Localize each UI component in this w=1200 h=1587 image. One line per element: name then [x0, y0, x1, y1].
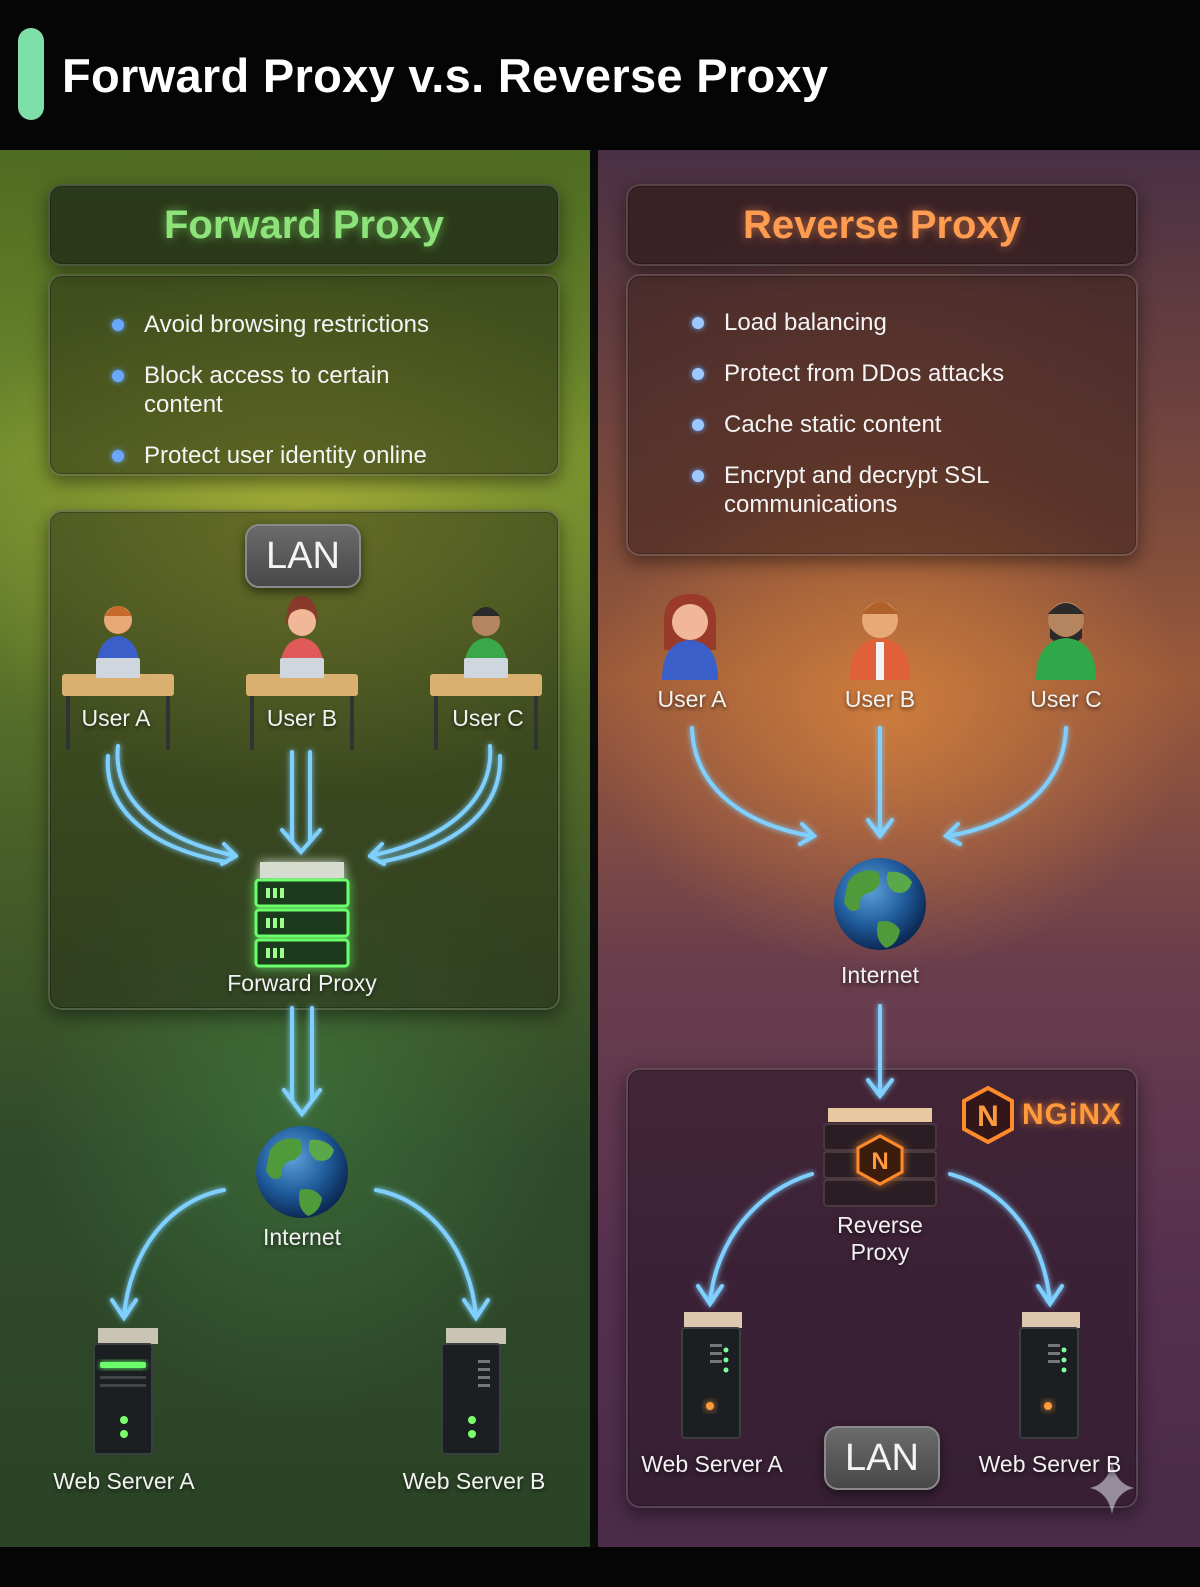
forward-bullet: Block access to certain content	[112, 361, 452, 419]
bullet-dot-icon	[692, 368, 704, 380]
reverse-lan-label: LAN	[845, 1436, 919, 1479]
reverse-web-server-a-icon	[681, 1312, 742, 1439]
bullet-dot-icon	[692, 470, 704, 482]
forward-bullet: Protect user identity online	[112, 441, 452, 470]
forward-user-arrows	[105, 744, 503, 866]
footer-bar	[0, 1547, 1200, 1587]
reverse-web-server-b-icon	[1019, 1312, 1080, 1439]
reverse-user-c-icon	[1036, 602, 1096, 680]
reverse-bullet: Load balancing	[692, 308, 1012, 337]
reverse-proxy-label-line2: Proxy	[850, 1239, 910, 1265]
forward-diagram-graphics	[62, 596, 542, 1455]
page-title: Forward Proxy v.s. Reverse Proxy	[62, 49, 829, 102]
forward-user-a-label: User A	[81, 705, 151, 731]
svg-text:N: N	[977, 1100, 999, 1133]
forward-bullets-box: Avoid browsing restrictions Block access…	[48, 274, 560, 476]
reverse-diagram-graphics: N	[662, 594, 1134, 1514]
reverse-internet-proxy-arrow	[866, 1004, 894, 1100]
reverse-proxy-server-arrows	[696, 1172, 1064, 1308]
panel-divider	[590, 150, 598, 1547]
header: Forward Proxy v.s. Reverse Proxy	[0, 0, 1200, 150]
reverse-proxy-server-icon: N	[823, 1108, 937, 1207]
reverse-bullet: Protect from DDos attacks	[692, 359, 1012, 388]
forward-internet-label: Internet	[263, 1224, 341, 1250]
forward-title-box: Forward Proxy	[48, 184, 560, 266]
forward-internet-globe-icon	[256, 1126, 348, 1218]
forward-proxy-label: Forward Proxy	[227, 970, 377, 996]
reverse-user-a-label: User A	[657, 686, 727, 712]
reverse-proxy-label-line1: Reverse	[837, 1212, 923, 1238]
forward-title: Forward Proxy	[163, 202, 445, 247]
nginx-hexagon-icon: N	[962, 1085, 1014, 1145]
bullet-dot-icon	[112, 450, 124, 462]
forward-lan-badge: LAN	[245, 524, 361, 588]
reverse-bullet: Cache static content	[692, 410, 1012, 439]
forward-internet-server-arrows	[110, 1188, 490, 1322]
reverse-user-a-icon	[662, 594, 718, 680]
reverse-user-c-label: User C	[1030, 686, 1102, 712]
forward-user-b-label: User B	[266, 705, 338, 731]
reverse-title: Reverse Proxy	[743, 202, 1021, 247]
sparkle-icon	[1090, 1462, 1134, 1514]
forward-user-c-label: User C	[452, 705, 524, 731]
user-b-desk-icon	[246, 596, 358, 750]
bullet-dot-icon	[112, 319, 124, 331]
reverse-user-b-label: User B	[844, 686, 916, 712]
svg-text:N: N	[871, 1148, 888, 1175]
reverse-user-arrows	[690, 726, 1068, 846]
bullet-dot-icon	[692, 419, 704, 431]
reverse-bullets-box: Load balancing Protect from DDos attacks…	[626, 274, 1138, 556]
user-c-desk-icon	[430, 607, 542, 750]
reverse-internet-globe-icon	[834, 858, 926, 950]
bullet-dot-icon	[112, 370, 124, 382]
forward-proxy-server-icon	[254, 862, 350, 968]
forward-bullet: Avoid browsing restrictions	[112, 310, 452, 339]
forward-proxy-panel: Forward Proxy Avoid browsing restriction…	[0, 150, 590, 1547]
forward-lan-label: LAN	[266, 534, 340, 577]
forward-web-server-b-icon	[441, 1328, 506, 1455]
nginx-logo: N NGiNX	[960, 1084, 1122, 1146]
forward-server-b-label: Web Server B	[402, 1468, 546, 1494]
reverse-bullet: Encrypt and decrypt SSL communications	[692, 461, 1012, 519]
forward-bullet-list: Avoid browsing restrictions Block access…	[112, 310, 452, 492]
user-a-desk-icon	[62, 606, 174, 750]
reverse-server-a-label: Web Server A	[641, 1451, 783, 1477]
reverse-title-box: Reverse Proxy	[626, 184, 1138, 266]
reverse-bullet-list: Load balancing Protect from DDos attacks…	[692, 308, 1012, 541]
forward-server-a-label: Web Server A	[53, 1468, 195, 1494]
reverse-lan-badge: LAN	[824, 1426, 940, 1490]
forward-proxy-internet-arrow	[282, 1006, 322, 1118]
reverse-proxy-panel: Reverse Proxy Load balancing Protect fro…	[598, 150, 1200, 1547]
forward-web-server-a-icon	[93, 1328, 158, 1455]
reverse-internet-label: Internet	[841, 962, 919, 988]
nginx-wordmark: NGiNX	[1022, 1098, 1123, 1131]
bullet-dot-icon	[692, 317, 704, 329]
title-accent-bar	[18, 28, 44, 120]
reverse-server-b-label: Web Server B	[978, 1451, 1122, 1477]
reverse-user-b-icon	[850, 602, 910, 680]
